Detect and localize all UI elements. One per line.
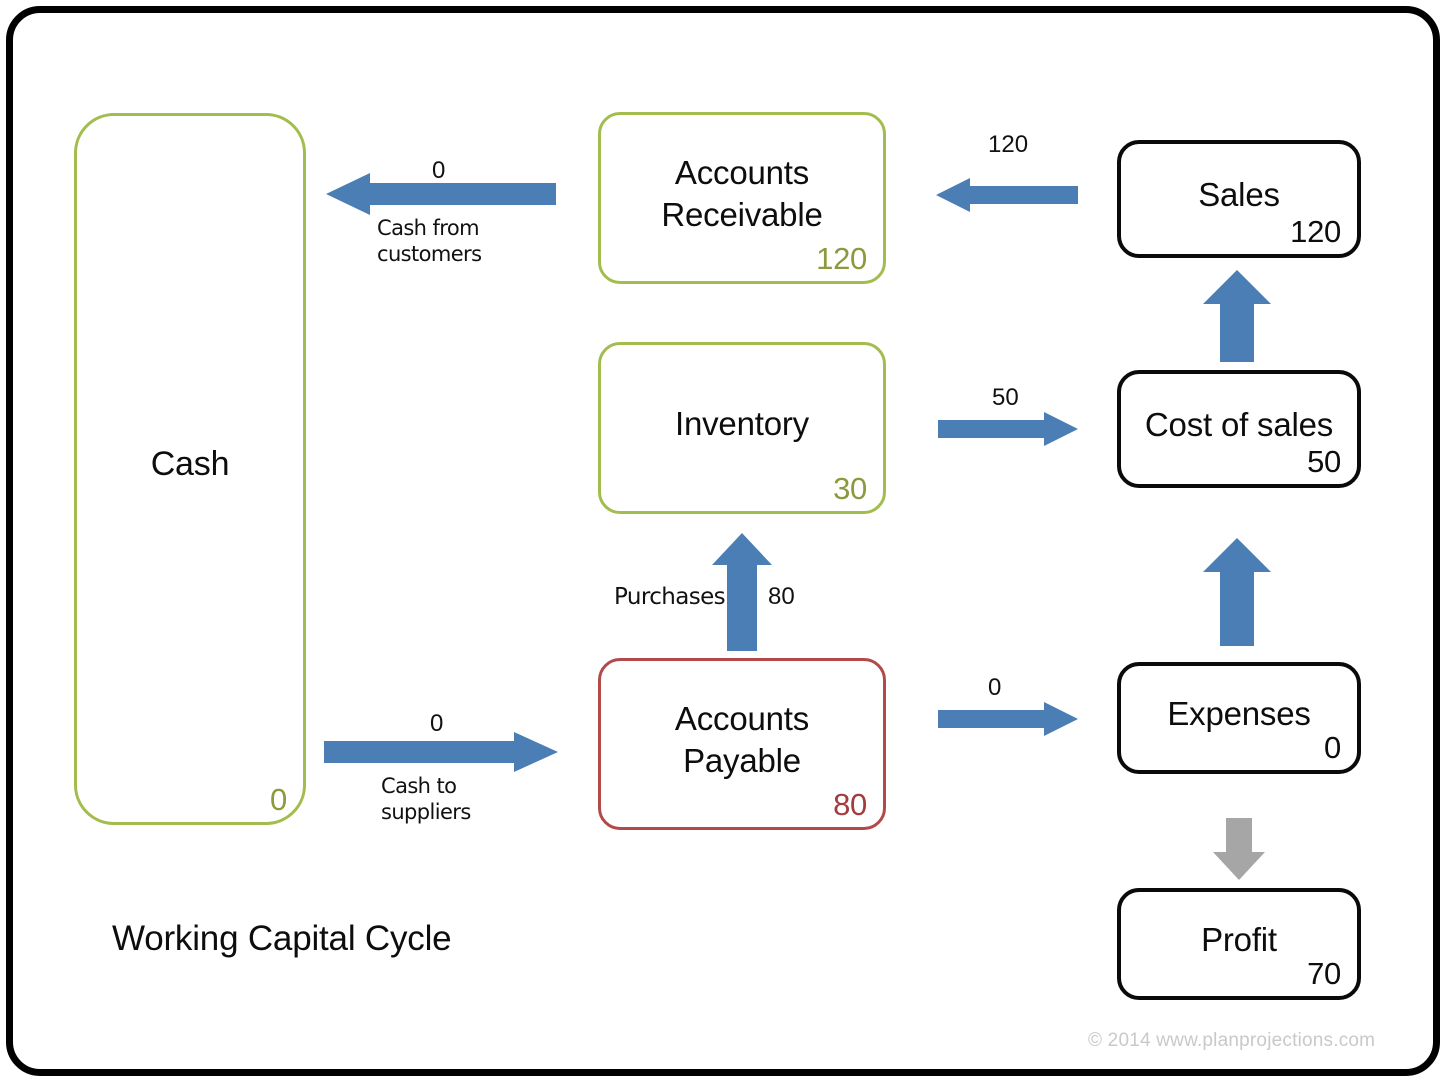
arrow-cash-to-suppliers-caption: Cash to suppliers (381, 774, 471, 824)
arrow-payable-to-expenses-amount: 0 (988, 674, 1002, 701)
node-accounts-payable-label: Accounts Payable (674, 700, 810, 779)
node-profit-value: 70 (1307, 956, 1341, 991)
arrow-purchases (712, 533, 772, 651)
node-accounts-receivable-value: 120 (816, 241, 867, 276)
node-expenses-label: Expenses (1167, 695, 1311, 733)
node-expenses[interactable]: Expenses 0 (1117, 662, 1361, 774)
node-sales-label: Sales (1198, 176, 1280, 214)
arrow-inventory-to-cost-of-sales (938, 412, 1078, 446)
node-cash-label: Cash (150, 445, 230, 484)
node-cash[interactable]: Cash 0 (74, 113, 306, 825)
node-accounts-payable-value: 80 (833, 787, 867, 822)
node-cost-of-sales-label: Cost of sales (1144, 406, 1334, 444)
node-sales-value: 120 (1290, 214, 1341, 249)
arrow-purchases-caption: Purchases (614, 584, 726, 610)
node-sales[interactable]: Sales 120 (1117, 140, 1361, 258)
arrow-payable-to-expenses (938, 702, 1078, 736)
arrow-cash-from-customers (326, 173, 556, 215)
arrow-purchases-amount: 80 (768, 583, 795, 610)
node-cost-of-sales[interactable]: Cost of sales 50 (1117, 370, 1361, 488)
arrow-cash-from-customers-caption: Cash from customers (377, 216, 482, 266)
arrow-cash-to-suppliers-amount: 0 (430, 710, 444, 737)
arrow-expenses-to-profit (1213, 818, 1265, 880)
node-profit[interactable]: Profit 70 (1117, 888, 1361, 1000)
node-accounts-receivable-label: Accounts Receivable (661, 154, 823, 233)
watermark-copyright: © 2014 www.planprojections.com (1088, 1030, 1376, 1051)
node-inventory-label: Inventory (675, 405, 809, 443)
node-inventory[interactable]: Inventory 30 (598, 342, 886, 514)
node-accounts-payable[interactable]: Accounts Payable 80 (598, 658, 886, 830)
node-inventory-value: 30 (833, 471, 867, 506)
arrow-sales-to-receivable (936, 178, 1078, 212)
arrow-cash-from-customers-amount: 0 (432, 157, 446, 184)
page-title: Working Capital Cycle (112, 919, 452, 958)
node-cash-value: 0 (270, 782, 287, 817)
arrow-cash-to-suppliers (324, 732, 558, 772)
arrow-cost-of-sales-to-sales (1203, 270, 1271, 362)
node-expenses-value: 0 (1324, 730, 1341, 765)
arrow-inventory-to-cost-of-sales-amount: 50 (992, 384, 1019, 411)
arrow-expenses-to-cost-of-sales (1203, 538, 1271, 646)
node-cost-of-sales-value: 50 (1307, 444, 1341, 479)
node-profit-label: Profit (1201, 921, 1277, 959)
arrow-sales-to-receivable-amount: 120 (988, 131, 1029, 158)
node-accounts-receivable[interactable]: Accounts Receivable 120 (598, 112, 886, 284)
